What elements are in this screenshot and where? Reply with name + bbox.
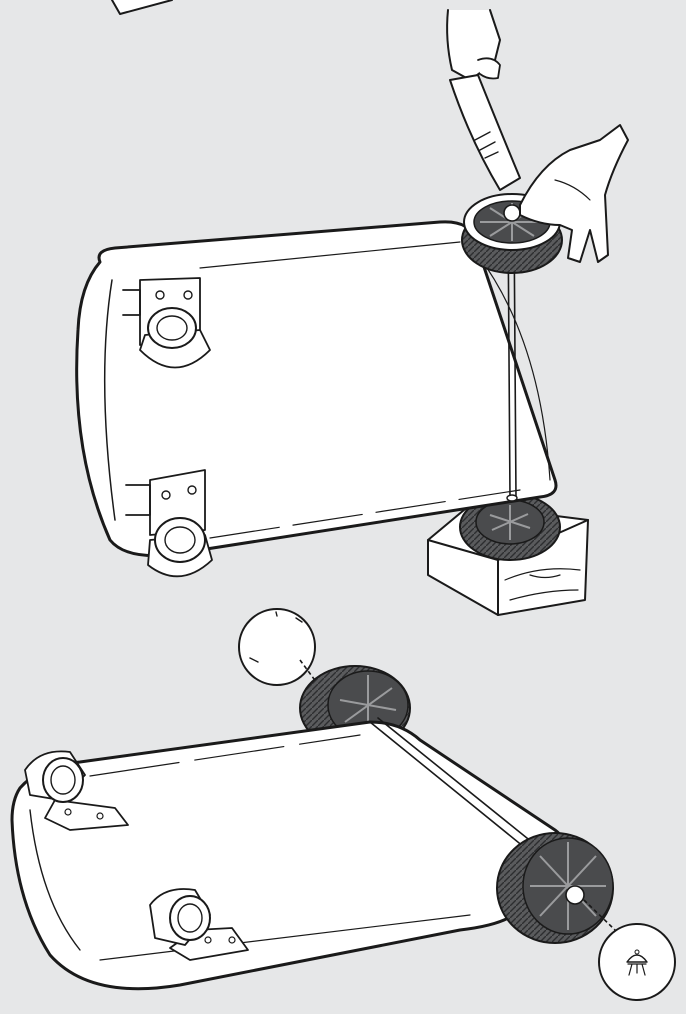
axle-icon — [369, 717, 549, 861]
bottom-shelf — [75, 220, 558, 558]
caster-icon — [125, 469, 213, 578]
panel-step-1 — [75, 9, 629, 616]
hubcap-icon[interactable] — [598, 923, 676, 1001]
panel-step-2 — [10, 608, 676, 1001]
hand-icon — [519, 124, 629, 263]
bottom-shelf — [10, 720, 568, 991]
caster-icon — [149, 888, 249, 961]
caster-icon — [122, 277, 211, 369]
hammer-icon — [449, 74, 521, 191]
grill-logo-icon — [626, 949, 648, 976]
caster-icon — [24, 750, 129, 831]
hand-icon — [446, 9, 501, 81]
instruction-card-corner — [111, 0, 173, 15]
wheel-icon — [496, 832, 616, 944]
